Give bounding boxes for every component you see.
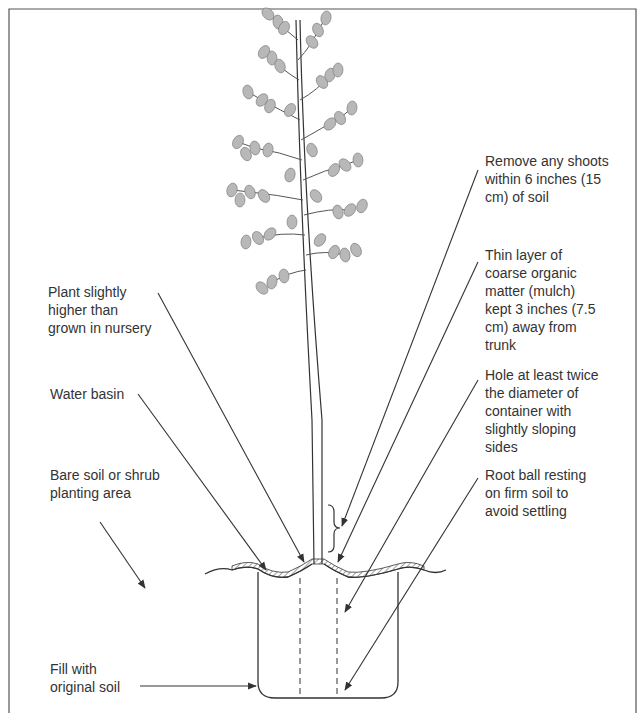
callout-label: Thin layer of coarse organic matter (mul… [485,246,603,354]
trunk [296,20,314,564]
leaf [262,225,279,242]
callout-label: Root ball resting on firm soil to avoid … [485,466,603,520]
leaf [348,242,363,259]
leaf [308,187,324,204]
callout-label: Hole at least twice the diameter of cont… [485,366,603,456]
bracket [328,505,340,552]
leaf [353,153,364,168]
callout-label: Fill with original soil [50,660,140,696]
leaf [314,73,330,90]
leaf [240,235,251,250]
trunk [300,20,322,564]
leaf [263,98,278,115]
leaf [254,279,271,296]
leaf [322,115,339,132]
branch [250,192,303,200]
ground-line [205,564,446,577]
leaf [235,193,245,207]
root-ball-edge [300,578,301,696]
leaf [355,198,370,215]
planting-hole [258,572,398,698]
callout-label: Plant slightly higher than grown in nurs… [48,283,152,337]
canopy [225,6,369,297]
branch [272,58,299,80]
leaf [333,63,343,77]
callout-label: Water basin [50,385,140,403]
leaf [305,142,319,159]
callout-label: Bare soil or shrub planting area [50,466,160,502]
leaf [312,231,328,248]
leaf [346,100,358,115]
frame [9,9,636,713]
leaf [256,43,272,60]
leaf [250,229,266,246]
root-ball-edge [337,578,338,696]
leaf [304,33,321,50]
leaf [273,58,287,74]
leaf [326,161,342,178]
leader-lines [100,170,478,690]
leaf [287,215,297,229]
leaf [239,146,254,163]
leaf [339,247,351,263]
leaf [276,19,292,36]
leaf [256,187,272,204]
leaf [320,10,333,26]
leaf [241,84,254,100]
leaf [282,101,298,118]
leaf [331,204,344,220]
leaf [278,269,289,284]
leaf [283,167,296,183]
mulch-layer [232,559,424,577]
branch [255,148,302,160]
leaf [342,201,358,218]
leaf [262,142,275,158]
leaf [326,243,341,260]
callout-label: Remove any shoots within 6 inches (15 cm… [485,152,613,206]
